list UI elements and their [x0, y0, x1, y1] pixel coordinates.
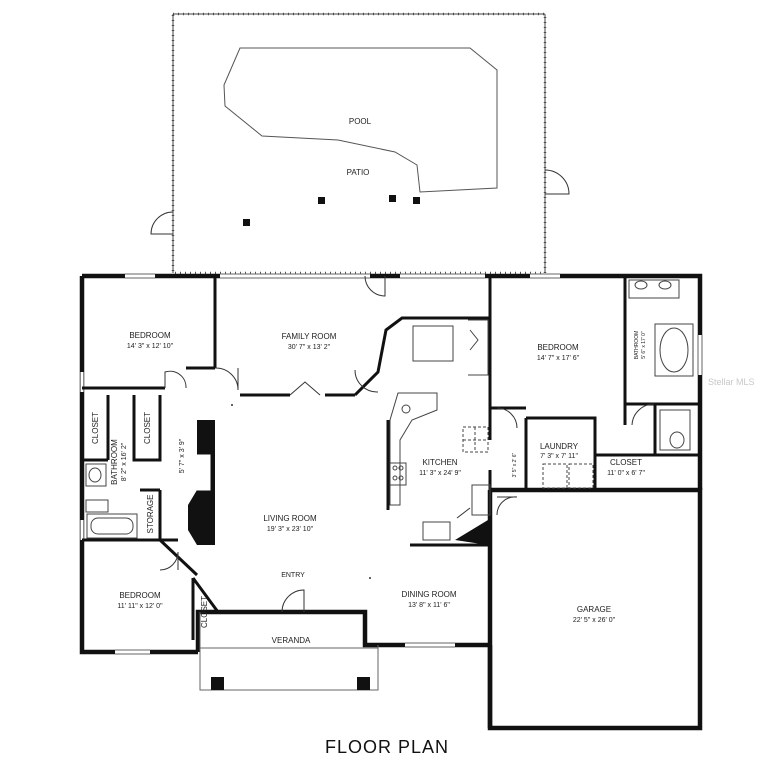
garage-dims: 22' 5" x 26' 0"	[573, 617, 616, 624]
kitchen-dark-counter	[455, 520, 488, 545]
exterior-walls	[79, 273, 703, 731]
fireplace-hearth	[197, 454, 211, 491]
right-bath-fixtures	[628, 279, 694, 451]
bedroom-2-name: BEDROOM	[537, 343, 579, 352]
bedroom-3-dims: 11' 11" x 12' 0"	[117, 603, 163, 610]
windows	[115, 273, 703, 655]
marker-dot	[369, 577, 371, 579]
closet-right-dims: 11' 0" x 6' 7"	[607, 470, 645, 477]
door-swings	[159, 275, 655, 613]
storage-label: STORAGE	[146, 495, 155, 534]
veranda-label: VERANDA	[272, 636, 311, 645]
dining-room-dims: 13' 8" x 11' 6"	[408, 602, 450, 609]
bedroom-1-name: BEDROOM	[129, 331, 171, 340]
floor-plan-title: FLOOR PLAN	[325, 737, 449, 757]
interior-walls	[82, 276, 700, 640]
bedroom-1-dims: 14' 3" x 12' 10"	[127, 343, 174, 350]
closet-c-label: CLOSET	[200, 596, 209, 628]
laundry-name: LAUNDRY	[540, 442, 579, 451]
bedroom-3-name: BEDROOM	[119, 591, 161, 600]
dining-room-name: DINING ROOM	[401, 590, 456, 599]
family-room-dims: 30' 7" x 13' 2"	[288, 344, 331, 351]
bathroom-left-name: BATHROOM	[110, 439, 119, 485]
kitchen-dims: 11' 3" x 24' 9"	[419, 470, 461, 477]
veranda	[199, 612, 379, 691]
hall-dims: 5' 7" x 3' 9"	[179, 438, 186, 473]
bathroom-left-dims: 8' 2" x 16' 2"	[121, 442, 128, 481]
marker-dot	[231, 404, 233, 406]
left-bath-fixtures	[85, 463, 138, 539]
pantry-dims: 3' 5" x 2' 6"	[512, 452, 518, 477]
entry-label: ENTRY	[281, 572, 305, 579]
pool-label: POOL	[349, 117, 372, 126]
closet-right-name: CLOSET	[610, 458, 642, 467]
kitchen-name: KITCHEN	[422, 458, 457, 467]
closet-a-label: CLOSET	[91, 412, 100, 444]
garage-name: GARAGE	[577, 605, 611, 614]
bedroom-2-dims: 14' 7" x 17' 6"	[537, 355, 580, 362]
living-room-name: LIVING ROOM	[263, 514, 317, 523]
laundry-fixtures	[542, 463, 594, 489]
family-room-name: FAMILY ROOM	[282, 332, 337, 341]
watermark: Stellar MLS	[708, 377, 755, 387]
pool-enclosure	[150, 12, 570, 275]
kitchen-fixtures	[389, 319, 491, 541]
patio-posts	[243, 195, 420, 226]
bathroom-right-name: BATHROOM	[634, 331, 640, 360]
pool-outline	[223, 47, 498, 193]
patio-label: PATIO	[347, 168, 370, 177]
bathroom-right-dims: 5' 6" x 17' 0"	[641, 331, 647, 359]
living-room-dims: 19' 3" x 23' 10"	[267, 526, 314, 533]
closet-b-label: CLOSET	[143, 412, 152, 444]
laundry-dims: 7' 3" x 7' 11"	[540, 453, 578, 460]
